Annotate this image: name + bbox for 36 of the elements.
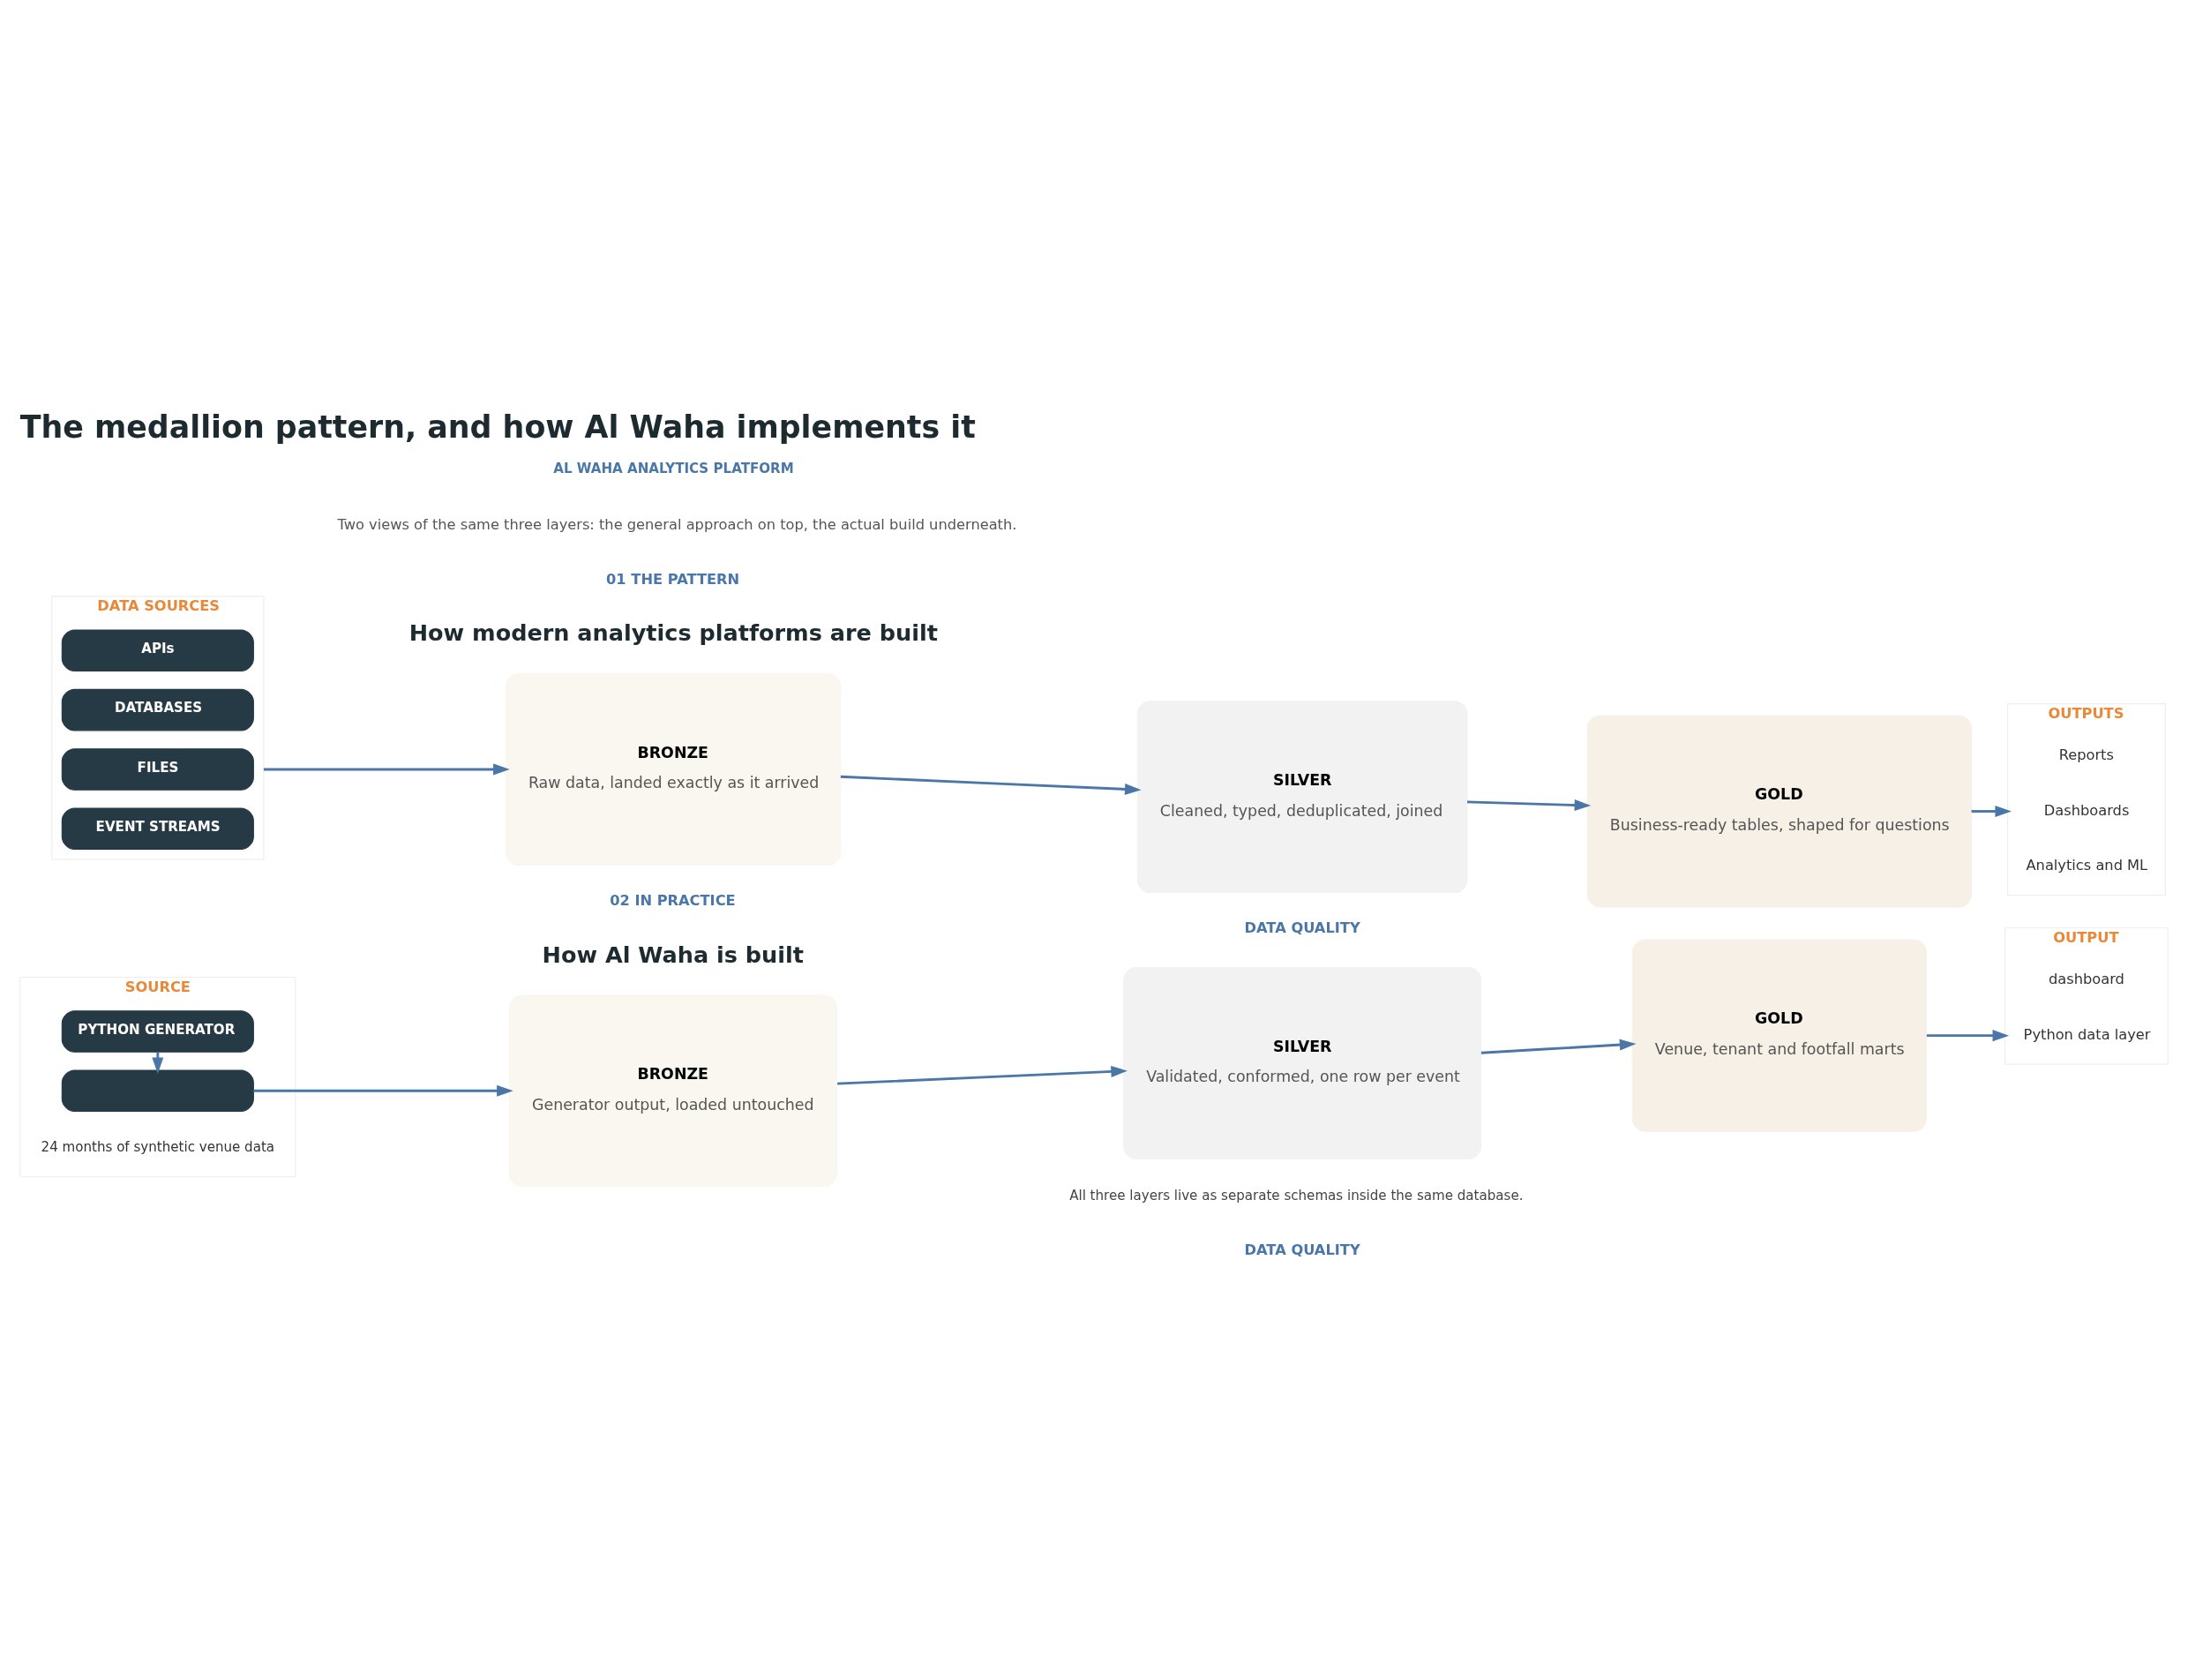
node-box: GOLD Venue, tenant and footfall marts	[1631, 939, 1927, 1132]
label: 02 IN PRACTICE	[610, 891, 736, 909]
arrow	[253, 1084, 513, 1097]
node-text: Analytics and ML	[2026, 857, 2148, 874]
diagram-title: The medallion pattern, and how Al Waha implements it	[19, 409, 976, 445]
label: Two views of the same three layers: the general approach on top, the actual build underneath.	[337, 516, 1017, 534]
node-box: BRONZE Generator output, loaded untouched	[508, 994, 838, 1188]
label: How Al Waha is built	[542, 941, 804, 968]
label: All three layers live as separate schemas inside the same database.	[1069, 1187, 1524, 1204]
node-box: GOLD Business-ready tables, shaped for questions	[1586, 715, 1972, 908]
node-label: 24 months of synthetic venue data	[41, 1139, 275, 1156]
arrow	[1466, 799, 1592, 812]
node-text: Python data layer	[2023, 1025, 2151, 1043]
node-box: EVENT STREAMS	[61, 807, 254, 851]
label: AL WAHA ANALYTICS PLATFORM	[553, 460, 794, 476]
node-text: Dashboards	[2043, 801, 2130, 819]
label: How modern analytics platforms are built	[408, 619, 938, 647]
node-box: FILES	[61, 748, 254, 791]
arrow	[837, 1065, 1128, 1085]
node-box: BRONZE Raw data, landed exactly as it arrived	[505, 672, 842, 866]
label: DATA QUALITY	[1244, 1241, 1360, 1258]
arrow	[1480, 1039, 1637, 1054]
label: 01 THE PATTERN	[606, 570, 740, 588]
node-box: SILVER Validated, conformed, one row per event	[1123, 966, 1482, 1160]
arrow	[1926, 1030, 2010, 1042]
node-text: dashboard	[2049, 971, 2124, 988]
node-box: PYTHON GENERATOR	[61, 1010, 254, 1053]
node-box: APIs	[61, 629, 254, 672]
arrow	[263, 763, 510, 776]
node-box	[61, 1069, 254, 1113]
node-box: DATABASES	[61, 688, 254, 731]
arrow	[1971, 806, 2012, 818]
node-box: SILVER Cleaned, typed, deduplicated, joined	[1136, 701, 1468, 894]
label: DATA QUALITY	[1244, 919, 1360, 937]
node-text: Reports	[2058, 746, 2114, 764]
arrow	[840, 775, 1142, 795]
